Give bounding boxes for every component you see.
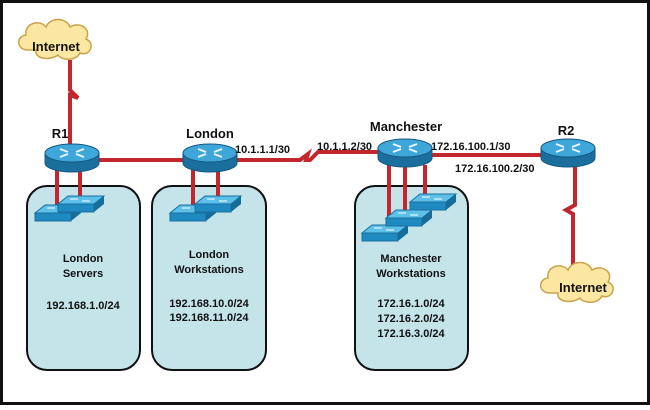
cloud-label: Internet — [559, 280, 607, 295]
router-icon — [44, 143, 100, 173]
link-r1-switches — [55, 170, 82, 205]
lan-subnet: 192.168.10.0/24 — [169, 298, 249, 310]
cloud-label: Internet — [32, 39, 80, 54]
router-icon — [377, 138, 433, 168]
link-r1-internet — [68, 60, 80, 145]
link-r2-internet — [561, 165, 577, 270]
lan-name: London — [63, 253, 104, 265]
interface-label: 10.1.1.1/30 — [235, 144, 290, 156]
lan-name: Workstations — [174, 264, 243, 276]
lan-name: Workstations — [376, 268, 445, 280]
lan-name: London — [189, 249, 230, 261]
lan-subnet: 172.16.3.0/24 — [377, 328, 445, 340]
router-icon — [182, 143, 238, 173]
interface-label: 172.16.100.1/30 — [431, 141, 511, 153]
lan-name: Servers — [63, 268, 103, 280]
lan-london-servers — [26, 185, 141, 371]
lan-subnet: 172.16.1.0/24 — [377, 298, 445, 310]
lan-subnet: 172.16.2.0/24 — [377, 313, 445, 325]
lan-subnet: 192.168.11.0/24 — [170, 312, 250, 324]
router-icon — [540, 138, 596, 168]
link-london-switches — [191, 170, 220, 205]
lan-subnet: 192.168.1.0/24 — [46, 300, 120, 312]
router-label: London — [186, 126, 234, 141]
router-label: Manchester — [370, 119, 442, 134]
link-london-manchester-serial — [237, 148, 378, 162]
router-label: R1 — [52, 126, 69, 141]
interface-label: 172.16.100.2/30 — [455, 163, 535, 175]
lan-name: Manchester — [380, 253, 442, 265]
lan-london-workstations — [151, 185, 267, 371]
router-label: R2 — [558, 123, 575, 138]
interface-label: 10.1.1.2/30 — [317, 141, 372, 153]
